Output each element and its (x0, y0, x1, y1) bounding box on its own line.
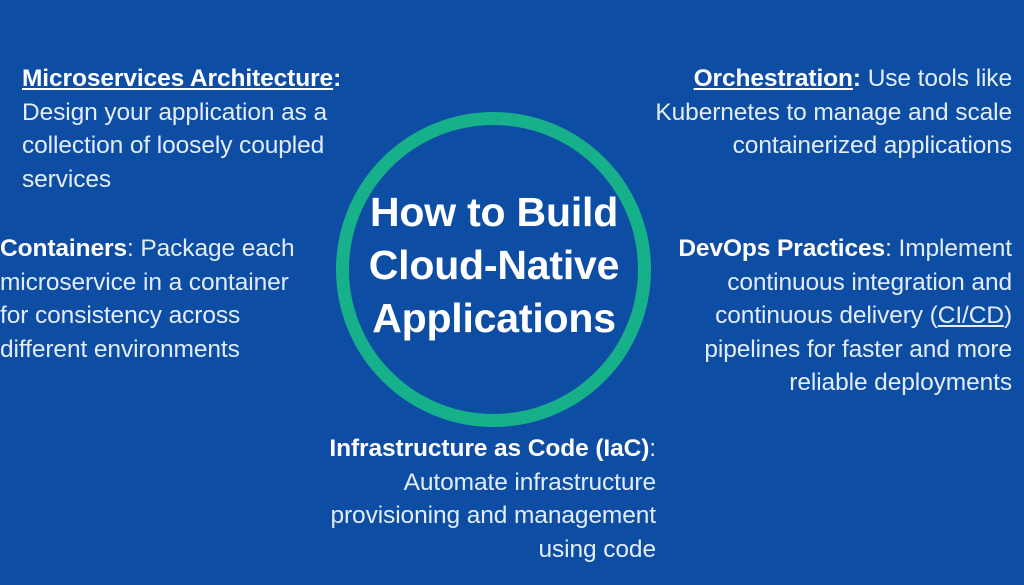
block-body-microservices: Design your application as a collection … (22, 98, 327, 193)
block-body-devops-before: Implement continuous integration and con… (715, 235, 1012, 329)
block-lead-orchestration: Orchestration (693, 65, 853, 92)
text-block-microservices: Microservices Architecture: Design your … (22, 62, 372, 196)
block-body-devops-after: ) pipelines for faster and more reliable… (704, 302, 1012, 396)
center-title: How to Build Cloud-Native Applications (368, 189, 620, 341)
block-separator-iac: : (649, 435, 656, 462)
block-lead-containers: Containers (0, 235, 127, 262)
block-lead-iac: Infrastructure as Code (IaC) (329, 435, 650, 462)
block-body-containers: Package each microservice in a container… (0, 235, 295, 363)
text-block-devops: DevOps Practices: Implement continuous i… (648, 232, 1012, 400)
block-body-iac: Automate infrastructure provisioning and… (330, 468, 656, 563)
block-separator-devops: : (885, 235, 892, 262)
block-lead-microservices: Microservices Architecture (22, 65, 334, 92)
block-body-devops-cicd: CI/CD (937, 302, 1004, 329)
block-separator-microservices: : (333, 65, 342, 92)
text-block-orchestration: Orchestration: Use tools like Kubernetes… (652, 62, 1012, 163)
block-separator-orchestration: : (852, 65, 861, 92)
block-lead-devops: DevOps Practices (678, 235, 886, 262)
block-body-orchestration: Use tools like Kubernetes to manage and … (655, 65, 1012, 159)
text-block-containers: Containers: Package each microservice in… (0, 232, 320, 366)
text-block-infrastructure-as-code: Infrastructure as Code (IaC): Automate i… (296, 432, 656, 566)
block-separator-containers: : (126, 235, 134, 262)
